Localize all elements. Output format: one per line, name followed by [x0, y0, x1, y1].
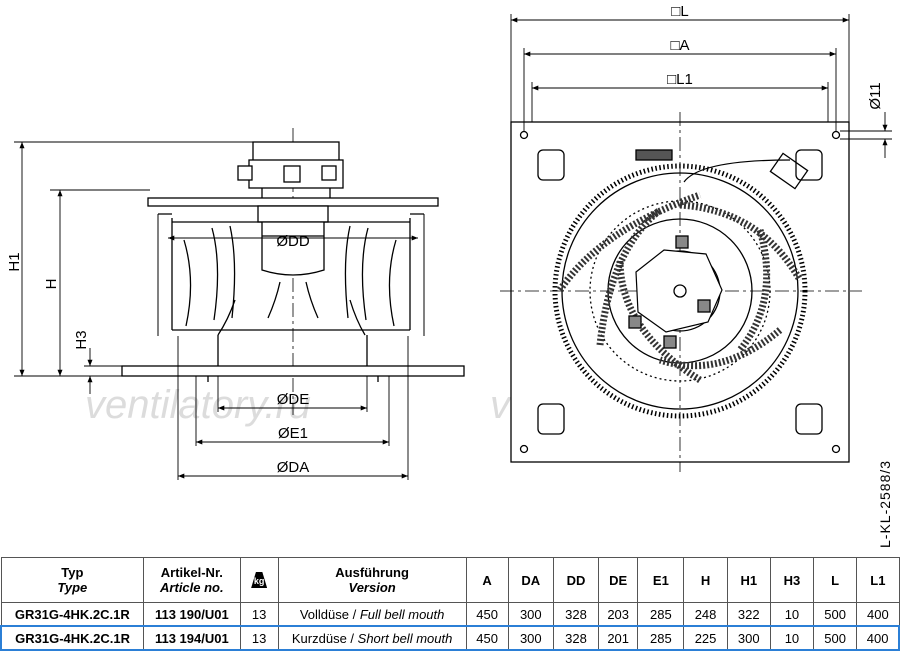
weight-icon: kg: [251, 572, 268, 588]
cell-a: 450: [465, 602, 509, 627]
label-de: ØDE: [277, 391, 310, 408]
table-row: GR31G-4HK.2C.1R 113 190/U01 13 Volldüse …: [0, 602, 900, 627]
cell-da: 300: [507, 602, 554, 627]
cell-type: GR31G-4HK.2C.1R: [0, 625, 145, 651]
front-view: [500, 112, 862, 472]
cell-article: 113 190/U01: [143, 602, 241, 627]
cell-version: Volldüse / Full bell mouth: [277, 602, 467, 627]
cell-h3: 10: [769, 625, 815, 651]
mounting-hole: [831, 444, 841, 454]
label-l1: □L1: [667, 71, 693, 88]
label-da: ØDA: [277, 459, 310, 476]
mounting-hole: [519, 130, 529, 140]
drawing-code: L-KL-2588/3: [877, 460, 893, 548]
cell-dd: 328: [552, 625, 600, 651]
label-h3: H3: [73, 330, 90, 349]
cell-l: 500: [813, 625, 858, 651]
label-l: □L: [671, 3, 688, 20]
cell-e1: 285: [637, 625, 685, 651]
table-row-highlighted: GR31G-4HK.2C.1R 113 194/U01 13 Kurzdüse …: [0, 625, 900, 651]
header-a: A: [465, 557, 509, 603]
cell-l1: 400: [856, 602, 900, 627]
label-dd: ØDD: [276, 233, 310, 250]
header-e1: E1: [637, 557, 685, 603]
cell-da: 300: [507, 625, 554, 651]
label-h: H: [43, 279, 60, 290]
cell-l: 500: [813, 602, 858, 627]
header-h3: H3: [769, 557, 815, 603]
cell-weight: 13: [239, 625, 279, 651]
mounting-hole: [831, 130, 841, 140]
side-view: [121, 128, 465, 415]
header-l1: L1: [856, 557, 900, 603]
header-de: DE: [598, 557, 639, 603]
label-e1: ØE1: [278, 425, 308, 442]
cell-article: 113 194/U01: [143, 625, 241, 651]
impeller-ring: [552, 163, 808, 419]
side-dimensions: [14, 141, 418, 480]
front-dimensions: [510, 14, 892, 158]
cell-h1: 300: [726, 625, 771, 651]
header-da: DA: [507, 557, 554, 603]
header-h1: H1: [726, 557, 771, 603]
header-article: Artikel-Nr.Article no.: [143, 557, 241, 603]
header-h: H: [683, 557, 728, 603]
cell-dd: 328: [552, 602, 600, 627]
label-h1: H1: [6, 252, 23, 271]
cell-de: 203: [598, 602, 639, 627]
cell-l1: 400: [856, 625, 900, 651]
technical-drawing: ventilatory.ru ventilatory.ru: [6, 3, 893, 548]
cell-de: 201: [598, 625, 639, 651]
cell-type: GR31G-4HK.2C.1R: [0, 602, 145, 627]
cell-weight: 13: [239, 602, 279, 627]
terminal-box: [237, 141, 344, 198]
cell-h1: 322: [726, 602, 771, 627]
header-weight: kg: [239, 557, 279, 603]
cell-a: 450: [465, 625, 509, 651]
label-a: □A: [670, 37, 689, 54]
cell-h3: 10: [769, 602, 815, 627]
cell-h: 225: [683, 625, 728, 651]
cell-h: 248: [683, 602, 728, 627]
header-l: L: [813, 557, 858, 603]
watermark-left: ventilatory.ru: [85, 383, 311, 427]
cell-version: Kurzdüse / Short bell mouth: [277, 625, 467, 651]
mounting-hole: [519, 444, 529, 454]
cell-e1: 285: [637, 602, 685, 627]
label-hole-diameter: Ø11: [867, 82, 884, 109]
header-dd: DD: [552, 557, 600, 603]
